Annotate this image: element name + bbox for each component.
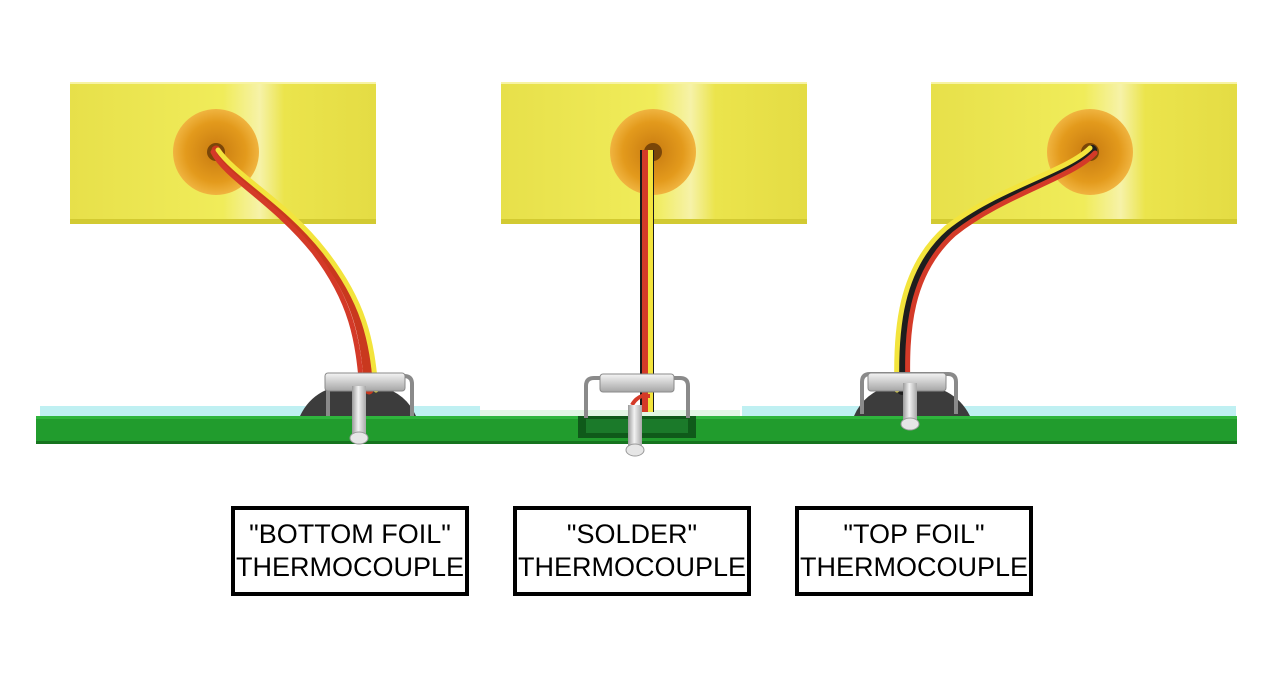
thermocouple-wire-solder <box>640 150 654 412</box>
top-foil-thermocouple-label: "TOP FOIL" THERMOCOUPLE <box>795 506 1033 596</box>
caption-line-2: THERMOCOUPLE <box>517 552 747 582</box>
caption-line-1: "SOLDER" <box>566 519 698 549</box>
solder-thermocouple-label: "SOLDER" THERMOCOUPLE <box>513 506 751 596</box>
probe-clip-solder <box>584 373 690 457</box>
probe-clip-bottom <box>324 372 414 445</box>
thermocouple-wire-top <box>894 145 1098 395</box>
caption-line-2: THERMOCOUPLE <box>235 552 465 582</box>
bottom-foil-thermocouple-label: "BOTTOM FOIL" THERMOCOUPLE <box>231 506 469 596</box>
caption-line-2: THERMOCOUPLE <box>799 552 1029 582</box>
top-foil-layer <box>40 406 1236 416</box>
caption-line-1: "TOP FOIL" <box>843 519 985 549</box>
thermocouple-wire-bottom <box>210 145 379 395</box>
caption-line-1: "BOTTOM FOIL" <box>249 519 451 549</box>
probe-clip-top <box>860 372 958 431</box>
